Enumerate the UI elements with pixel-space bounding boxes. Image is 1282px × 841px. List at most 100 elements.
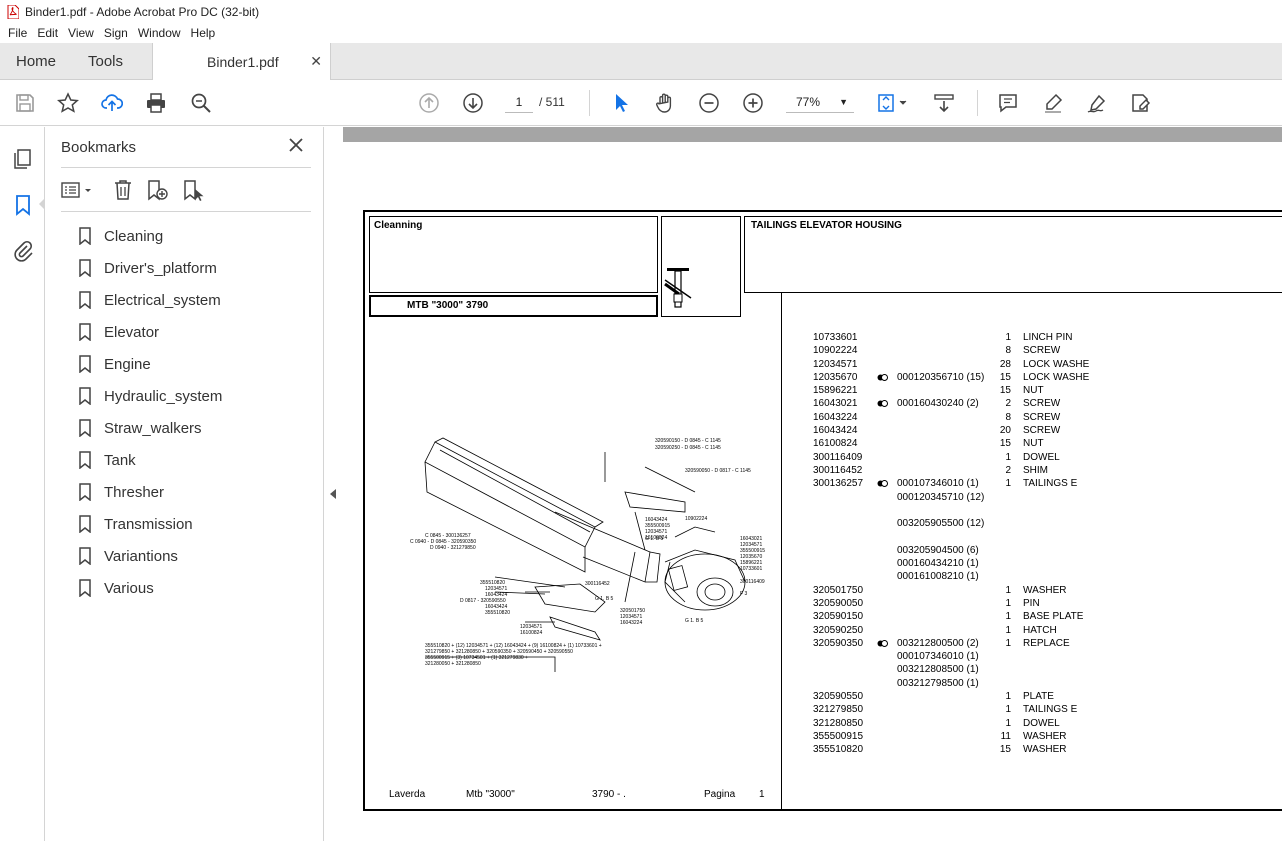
search-zoom-icon[interactable] [188,91,214,115]
tab-document[interactable]: Binder1.pdf ✕ [152,43,331,81]
bookmark-label: Hydraulic_system [104,387,223,405]
svg-text:16043424: 16043424 [485,592,507,598]
collapse-arrow-icon [330,489,336,499]
bookmark-item[interactable]: Thresher [75,476,222,508]
bookmark-label: Cleaning [104,227,164,245]
select-arrow-icon[interactable] [608,91,634,115]
close-tab-icon[interactable]: ✕ [310,53,322,69]
new-bookmark-icon[interactable] [145,178,169,202]
part-quantity: 1 [1005,584,1011,596]
tab-home[interactable]: Home [16,53,57,70]
save-icon[interactable] [12,91,38,115]
cloud-upload-icon[interactable] [99,91,125,115]
bookmark-item[interactable]: Straw_walkers [75,412,222,444]
tab-document-label: Binder1.pdf [207,54,279,70]
bookmark-icon [79,419,91,437]
bookmarks-panel-icon[interactable] [11,193,35,217]
svg-text:300116452: 300116452 [585,581,610,587]
sign-icon[interactable] [1084,91,1110,115]
svg-text:16100824: 16100824 [520,630,542,636]
part-code: 16043021 [813,398,858,410]
menu-view[interactable]: View [68,26,94,40]
bookmark-item[interactable]: Cleaning [75,220,222,252]
fit-page-icon[interactable] [875,91,911,115]
bookmark-item[interactable]: Hydraulic_system [75,380,222,412]
page-thumbnails-icon[interactable] [11,147,35,171]
part-code: 16100824 [813,438,858,450]
part-quantity: 1 [1005,691,1011,703]
bookmark-item[interactable]: Elevator [75,316,222,348]
left-rail [0,127,46,841]
bookmark-item[interactable]: Tank [75,444,222,476]
attachments-icon[interactable] [11,239,35,263]
part-code: 300116409 [813,451,863,463]
page-number-input[interactable]: 1 [505,91,533,113]
scroll-mode-icon[interactable] [931,91,957,115]
svg-text:320590250 - D 0845 - C 1145: 320590250 - D 0845 - C 1145 [655,445,721,451]
part-description: NUT [1023,385,1044,397]
bookmark-label: Elevator [104,323,160,341]
part-quantity: 1 [1005,624,1011,636]
bookmark-item[interactable]: Variantions [75,540,222,572]
part-description: SHIM [1023,464,1048,476]
part-description: DOWEL [1023,451,1060,463]
bookmarks-title: Bookmarks [61,139,137,156]
highlight-icon[interactable] [1040,91,1066,115]
bookmark-from-selection-icon[interactable] [181,178,205,202]
page-up-icon[interactable] [416,91,442,115]
hand-icon[interactable] [652,91,678,115]
comment-icon[interactable] [995,91,1021,115]
bookmark-item[interactable]: Driver's_platform [75,252,222,284]
svg-text:12034571: 12034571 [645,529,667,535]
part-description: WASHER [1023,730,1067,742]
title-box [744,216,1282,293]
print-icon[interactable] [143,91,169,115]
toolbar-divider [589,90,590,116]
svg-text:12034571: 12034571 [620,614,642,620]
bookmark-options-icon[interactable] [60,178,96,202]
edit-pdf-icon[interactable] [1128,91,1154,115]
part-code: 320590350 [813,637,864,649]
part-description: LOCK WASHE [1023,371,1090,383]
menu-edit[interactable]: Edit [37,26,59,40]
close-panel-icon[interactable] [287,136,305,154]
bookmark-label: Variantions [104,547,178,565]
part-quantity: 1 [1005,637,1011,649]
delete-bookmark-icon[interactable] [111,178,135,202]
part-quantity: 20 [999,425,1011,437]
bookmark-label: Thresher [104,483,165,501]
group-box [369,216,658,293]
svg-text:355500915 + (3) 10734501 + (1): 355500915 + (3) 10734501 + (1) 321279830… [425,655,528,661]
svg-text:G 1. B 5: G 1. B 5 [645,536,664,542]
menu-sign[interactable]: Sign [103,26,128,40]
bookmark-star-icon[interactable] [55,91,81,115]
footer-model: Mtb "3000" [466,789,515,800]
bookmark-item[interactable]: Various [75,572,222,604]
part-description: SCREW [1023,345,1061,357]
menu-window[interactable]: Window [137,26,181,40]
zoom-value: 77% [796,95,821,109]
part-alternative: 003212798500 (1) [897,677,979,689]
part-code: 320590150 [813,611,864,623]
part-code: 12034571 [813,358,858,370]
part-description: WASHER [1023,744,1067,756]
part-alternative: 000107346010 (1) [897,651,979,663]
svg-text:300116409: 300116409 [740,579,765,585]
menu-help[interactable]: Help [190,26,216,40]
page-gap-band [343,127,1282,142]
acrobat-logo-icon [7,4,19,19]
svg-text:C 0940 - D 0845 - 320590350: C 0940 - D 0845 - 320590350 [410,539,476,545]
bookmark-item[interactable]: Electrical_system [75,284,222,316]
bookmark-label: Straw_walkers [104,419,202,437]
part-description: TAILINGS E [1023,478,1078,490]
zoom-in-icon[interactable] [740,91,766,115]
tab-tools[interactable]: Tools [88,53,124,70]
zoom-out-icon[interactable] [696,91,722,115]
page-down-icon[interactable] [460,91,486,115]
zoom-select[interactable]: 77%▼ [786,91,854,113]
menu-file[interactable]: File [8,26,28,40]
collapse-panel-handle[interactable] [325,127,343,841]
part-description: SCREW [1023,425,1061,437]
bookmark-item[interactable]: Transmission [75,508,222,540]
bookmark-item[interactable]: Engine [75,348,222,380]
